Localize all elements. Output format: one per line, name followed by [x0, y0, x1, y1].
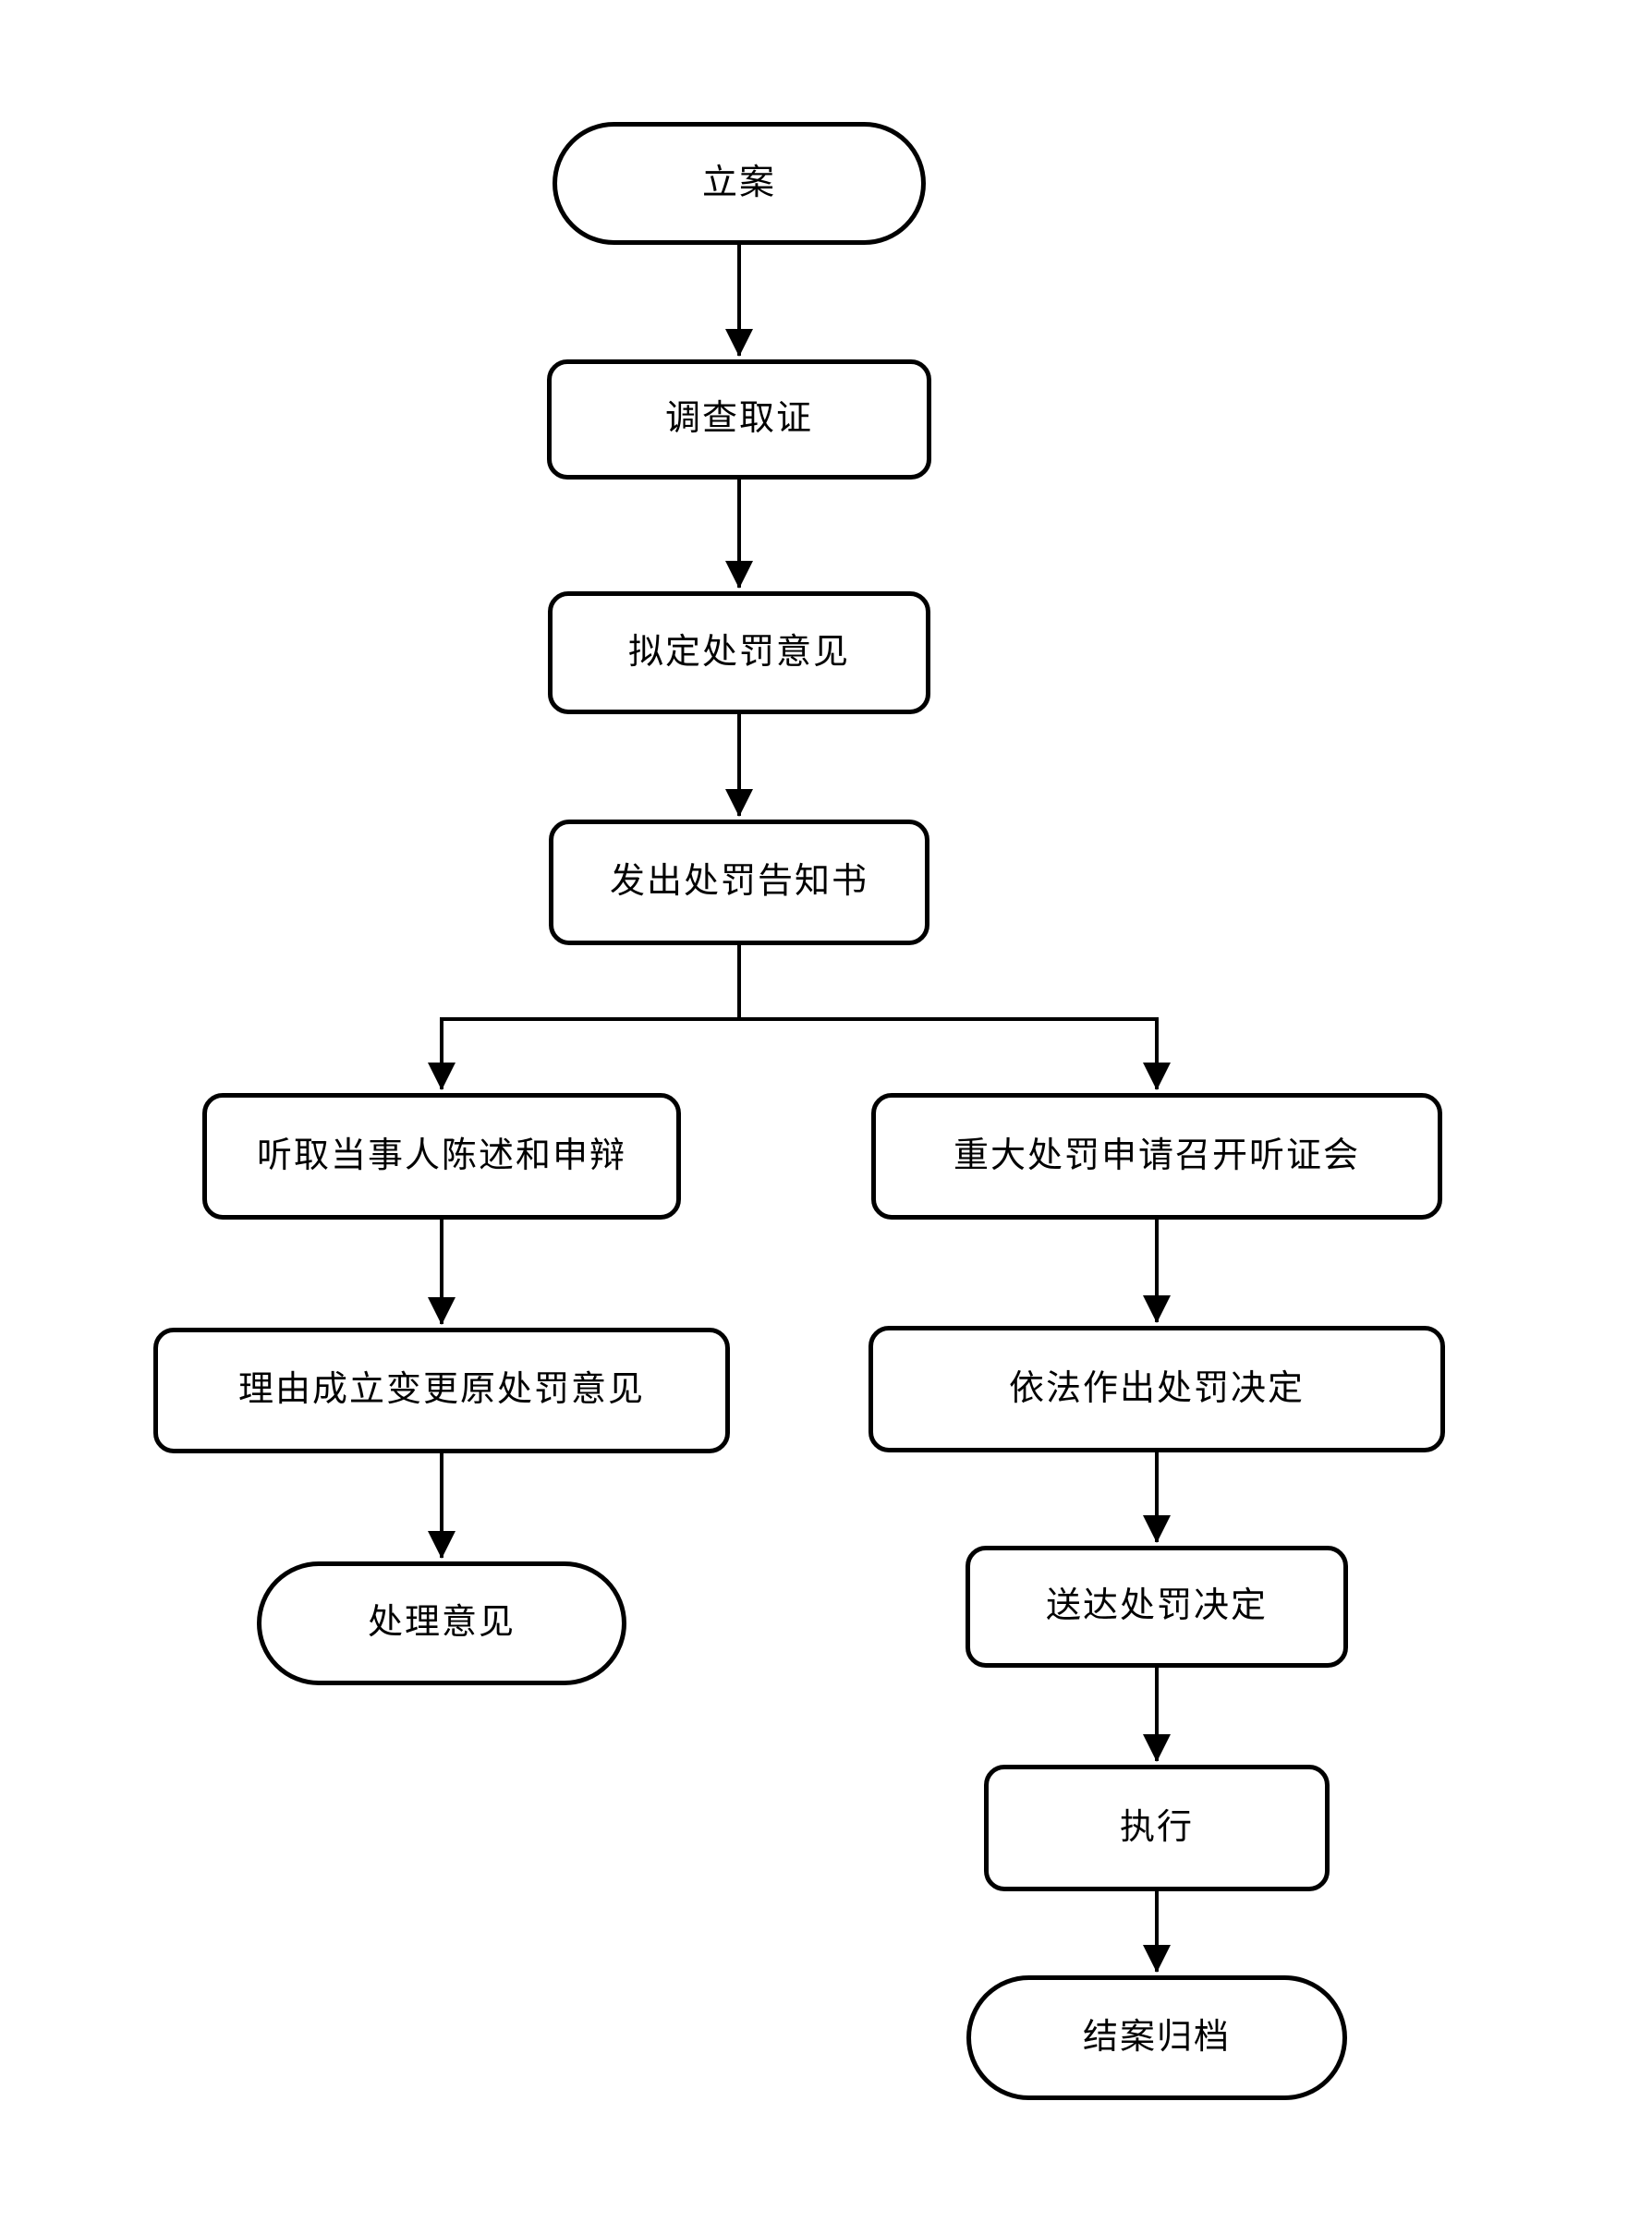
flow-node-archive: 结案归档 [966, 1975, 1347, 2100]
flow-node-draft-opinion-label: 拟定处罚意见 [627, 632, 850, 672]
flow-node-issue-notice: 发出处罚告知书 [549, 820, 929, 945]
flow-node-issue-notice-label: 发出处罚告知书 [609, 862, 869, 902]
flow-node-draft-opinion: 拟定处罚意见 [548, 591, 930, 714]
flow-node-hear-statement: 听取当事人陈述和申辩 [202, 1093, 681, 1220]
flow-node-execute-label: 执行 [1119, 1807, 1194, 1847]
flow-node-hear-statement-label: 听取当事人陈述和申辩 [256, 1136, 626, 1175]
flow-node-investigation: 调查取证 [547, 359, 931, 480]
flow-node-investigation-label: 调查取证 [664, 399, 813, 439]
flow-node-start-label: 立案 [701, 163, 776, 202]
flow-node-hearing-label: 重大处罚申请召开听证会 [953, 1136, 1360, 1175]
flow-node-execute: 执行 [984, 1765, 1330, 1891]
flow-node-hearing: 重大处罚申请召开听证会 [871, 1093, 1442, 1220]
flow-node-decision: 依法作出处罚决定 [869, 1326, 1445, 1452]
flow-node-archive-label: 结案归档 [1082, 2017, 1231, 2057]
flow-node-deliver-label: 送达处罚决定 [1045, 1586, 1268, 1626]
edge-notice-split [442, 945, 1157, 1021]
flow-node-handling-opinion-label: 处理意见 [367, 1603, 516, 1643]
flow-node-handling-opinion: 处理意见 [257, 1561, 626, 1685]
flow-node-decision-label: 依法作出处罚决定 [1008, 1368, 1305, 1408]
flow-node-deliver: 送达处罚决定 [966, 1546, 1348, 1668]
flow-node-change-opinion: 理由成立变更原处罚意见 [153, 1328, 730, 1453]
flow-node-change-opinion-label: 理由成立变更原处罚意见 [237, 1370, 645, 1410]
flow-node-start: 立案 [553, 122, 926, 245]
